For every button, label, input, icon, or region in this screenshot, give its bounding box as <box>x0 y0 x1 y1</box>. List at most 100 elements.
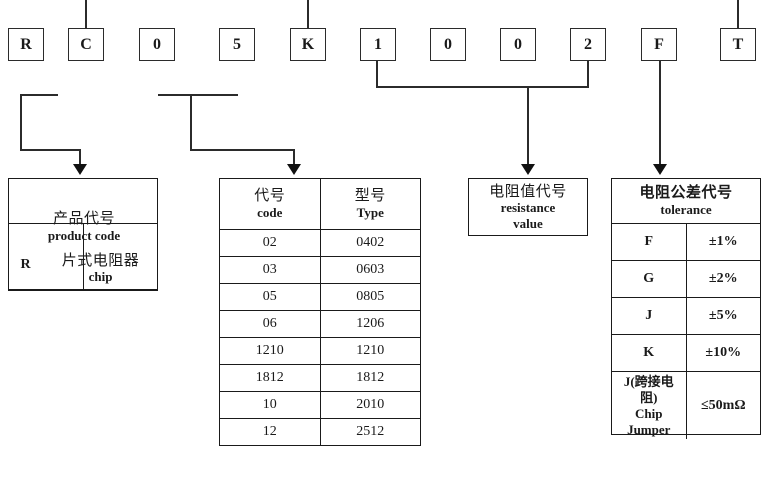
product-code-panel: 产品代号 product code R 片式电阻器 chip <box>8 178 158 291</box>
tolerance-cell-code: G <box>612 260 687 298</box>
size-code-cell-type: 0603 <box>319 256 420 285</box>
connector4-drop <box>659 61 661 166</box>
table-row: J ±5% <box>612 297 760 335</box>
code-box-char-1[interactable]: 1 <box>360 28 396 61</box>
tolerance-cell-jumper-code: J(跨接电 阻) Chip Jumper <box>612 371 687 440</box>
table-row: F ±1% <box>612 223 760 261</box>
connector1-top-bar <box>20 94 58 96</box>
table-row: 05 0805 <box>220 283 420 312</box>
code-box-char-t[interactable]: T <box>720 28 756 61</box>
size-code-header-type-en: Type <box>356 205 384 221</box>
size-code-cell-code: 06 <box>220 310 321 339</box>
table-row: 06 1206 <box>220 310 420 339</box>
connector1-bottom-bar <box>20 149 80 151</box>
size-code-header-code-en: code <box>257 205 283 221</box>
size-code-cell-code: 10 <box>220 391 321 420</box>
size-code-cell-type: 1206 <box>319 310 420 339</box>
tolerance-cell-value: ±10% <box>685 334 760 372</box>
tolerance-header-cn: 电阻公差代号 <box>639 183 733 202</box>
stub-line-above-c <box>85 0 87 28</box>
size-code-header-row: 代号 code 型号 Type <box>220 179 420 230</box>
tolerance-cell-code: J <box>612 297 687 335</box>
connector1-vertical <box>20 94 22 150</box>
size-code-cell-code: 12 <box>220 418 321 445</box>
table-row-jumper: J(跨接电 阻) Chip Jumper ≤50mΩ <box>612 371 760 440</box>
connector3-drop <box>527 86 529 166</box>
size-code-cell-code: 02 <box>220 228 321 258</box>
tolerance-cell-code: K <box>612 334 687 372</box>
stub-line-above-k <box>307 0 309 28</box>
product-code-header-cell <box>9 179 157 224</box>
code-box-char-2[interactable]: 2 <box>570 28 606 61</box>
code-box-char-5[interactable]: 5 <box>219 28 255 61</box>
connector3-arrow-icon <box>521 164 535 175</box>
size-code-cell-code: 05 <box>220 283 321 312</box>
tolerance-header-en: tolerance <box>660 202 712 218</box>
size-code-cell-code: 1210 <box>220 337 321 366</box>
table-row: 1812 1812 <box>220 364 420 393</box>
table-row: 03 0603 <box>220 256 420 285</box>
size-code-header-type: 型号 Type <box>319 179 420 230</box>
jumper-code-line4: Jumper <box>627 421 671 437</box>
size-code-table: 代号 code 型号 Type 02 0402 03 0603 05 0805 <box>220 179 420 445</box>
tolerance-cell-value: ±5% <box>685 297 760 335</box>
size-code-header-type-cn: 型号 <box>354 186 386 205</box>
size-code-cell-code: 1812 <box>220 364 321 393</box>
size-code-cell-type: 0402 <box>319 228 420 258</box>
stub-line-above-t <box>737 0 739 28</box>
tolerance-cell-value: ±1% <box>685 223 760 261</box>
connector3-right-riser <box>587 61 589 87</box>
connector2-vertical <box>190 94 192 150</box>
tolerance-header-cell: 电阻公差代号 tolerance <box>612 179 760 224</box>
jumper-code-line1: J(跨接电 <box>623 374 674 389</box>
code-box-char-f[interactable]: F <box>641 28 677 61</box>
size-code-header-code: 代号 code <box>220 179 321 230</box>
size-code-cell-type: 1812 <box>319 364 420 393</box>
size-code-cell-type: 0805 <box>319 283 420 312</box>
tolerance-cell-jumper-value: ≤50mΩ <box>685 371 760 440</box>
resistance-value-label: 电阻值代号 resistance value <box>489 182 567 231</box>
tolerance-cell-value: ±2% <box>685 260 760 298</box>
code-box-char-0a[interactable]: 0 <box>139 28 175 61</box>
code-box-char-k[interactable]: K <box>290 28 326 61</box>
product-code-table <box>9 179 157 290</box>
jumper-code-line2: 阻) <box>640 389 658 405</box>
connector3-left-riser <box>376 61 378 87</box>
resistance-value-en-l2: value <box>513 216 543 231</box>
table-row: 10 2010 <box>220 391 420 420</box>
tolerance-header-row: 电阻公差代号 tolerance <box>612 179 760 224</box>
table-row: G ±2% <box>612 260 760 298</box>
connector2-top-bar <box>158 94 238 96</box>
product-code-grid <box>9 179 157 290</box>
tolerance-cell-code: F <box>612 223 687 261</box>
product-code-data-row <box>9 223 157 290</box>
size-code-cell-type: 1210 <box>319 337 420 366</box>
table-row: 12 2512 <box>220 418 420 445</box>
size-code-cell-code: 03 <box>220 256 321 285</box>
connector2-bottom-bar <box>190 149 295 151</box>
code-box-char-r[interactable]: R <box>8 28 44 61</box>
resistance-value-cn: 电阻值代号 <box>489 182 567 201</box>
table-row: 02 0402 <box>220 228 420 258</box>
code-box-char-c[interactable]: C <box>68 28 104 61</box>
connector3-span-bar <box>376 86 589 88</box>
size-code-table-panel: 代号 code 型号 Type 02 0402 03 0603 05 0805 <box>219 178 421 446</box>
size-code-cell-type: 2512 <box>319 418 420 445</box>
code-box-char-0c[interactable]: 0 <box>500 28 536 61</box>
code-box-char-0b[interactable]: 0 <box>430 28 466 61</box>
size-code-header-code-cn: 代号 <box>254 186 286 205</box>
product-code-letter: R <box>20 257 31 272</box>
connector2-drop <box>293 149 295 167</box>
tolerance-table: 电阻公差代号 tolerance F ±1% G ±2% J ±5% K ±10… <box>612 179 760 440</box>
jumper-code-line3: Chip <box>635 405 663 421</box>
product-code-header-row <box>9 179 157 224</box>
connector1-drop <box>79 149 81 167</box>
table-row: 1210 1210 <box>220 337 420 366</box>
resistance-value-en-l1: resistance <box>500 200 556 216</box>
connector2-arrow-icon <box>287 164 301 175</box>
connector4-arrow-icon <box>653 164 667 175</box>
size-code-cell-type: 2010 <box>319 391 420 420</box>
connector1-arrow-icon <box>73 164 87 175</box>
resistance-value-panel: 电阻值代号 resistance value <box>468 178 588 236</box>
